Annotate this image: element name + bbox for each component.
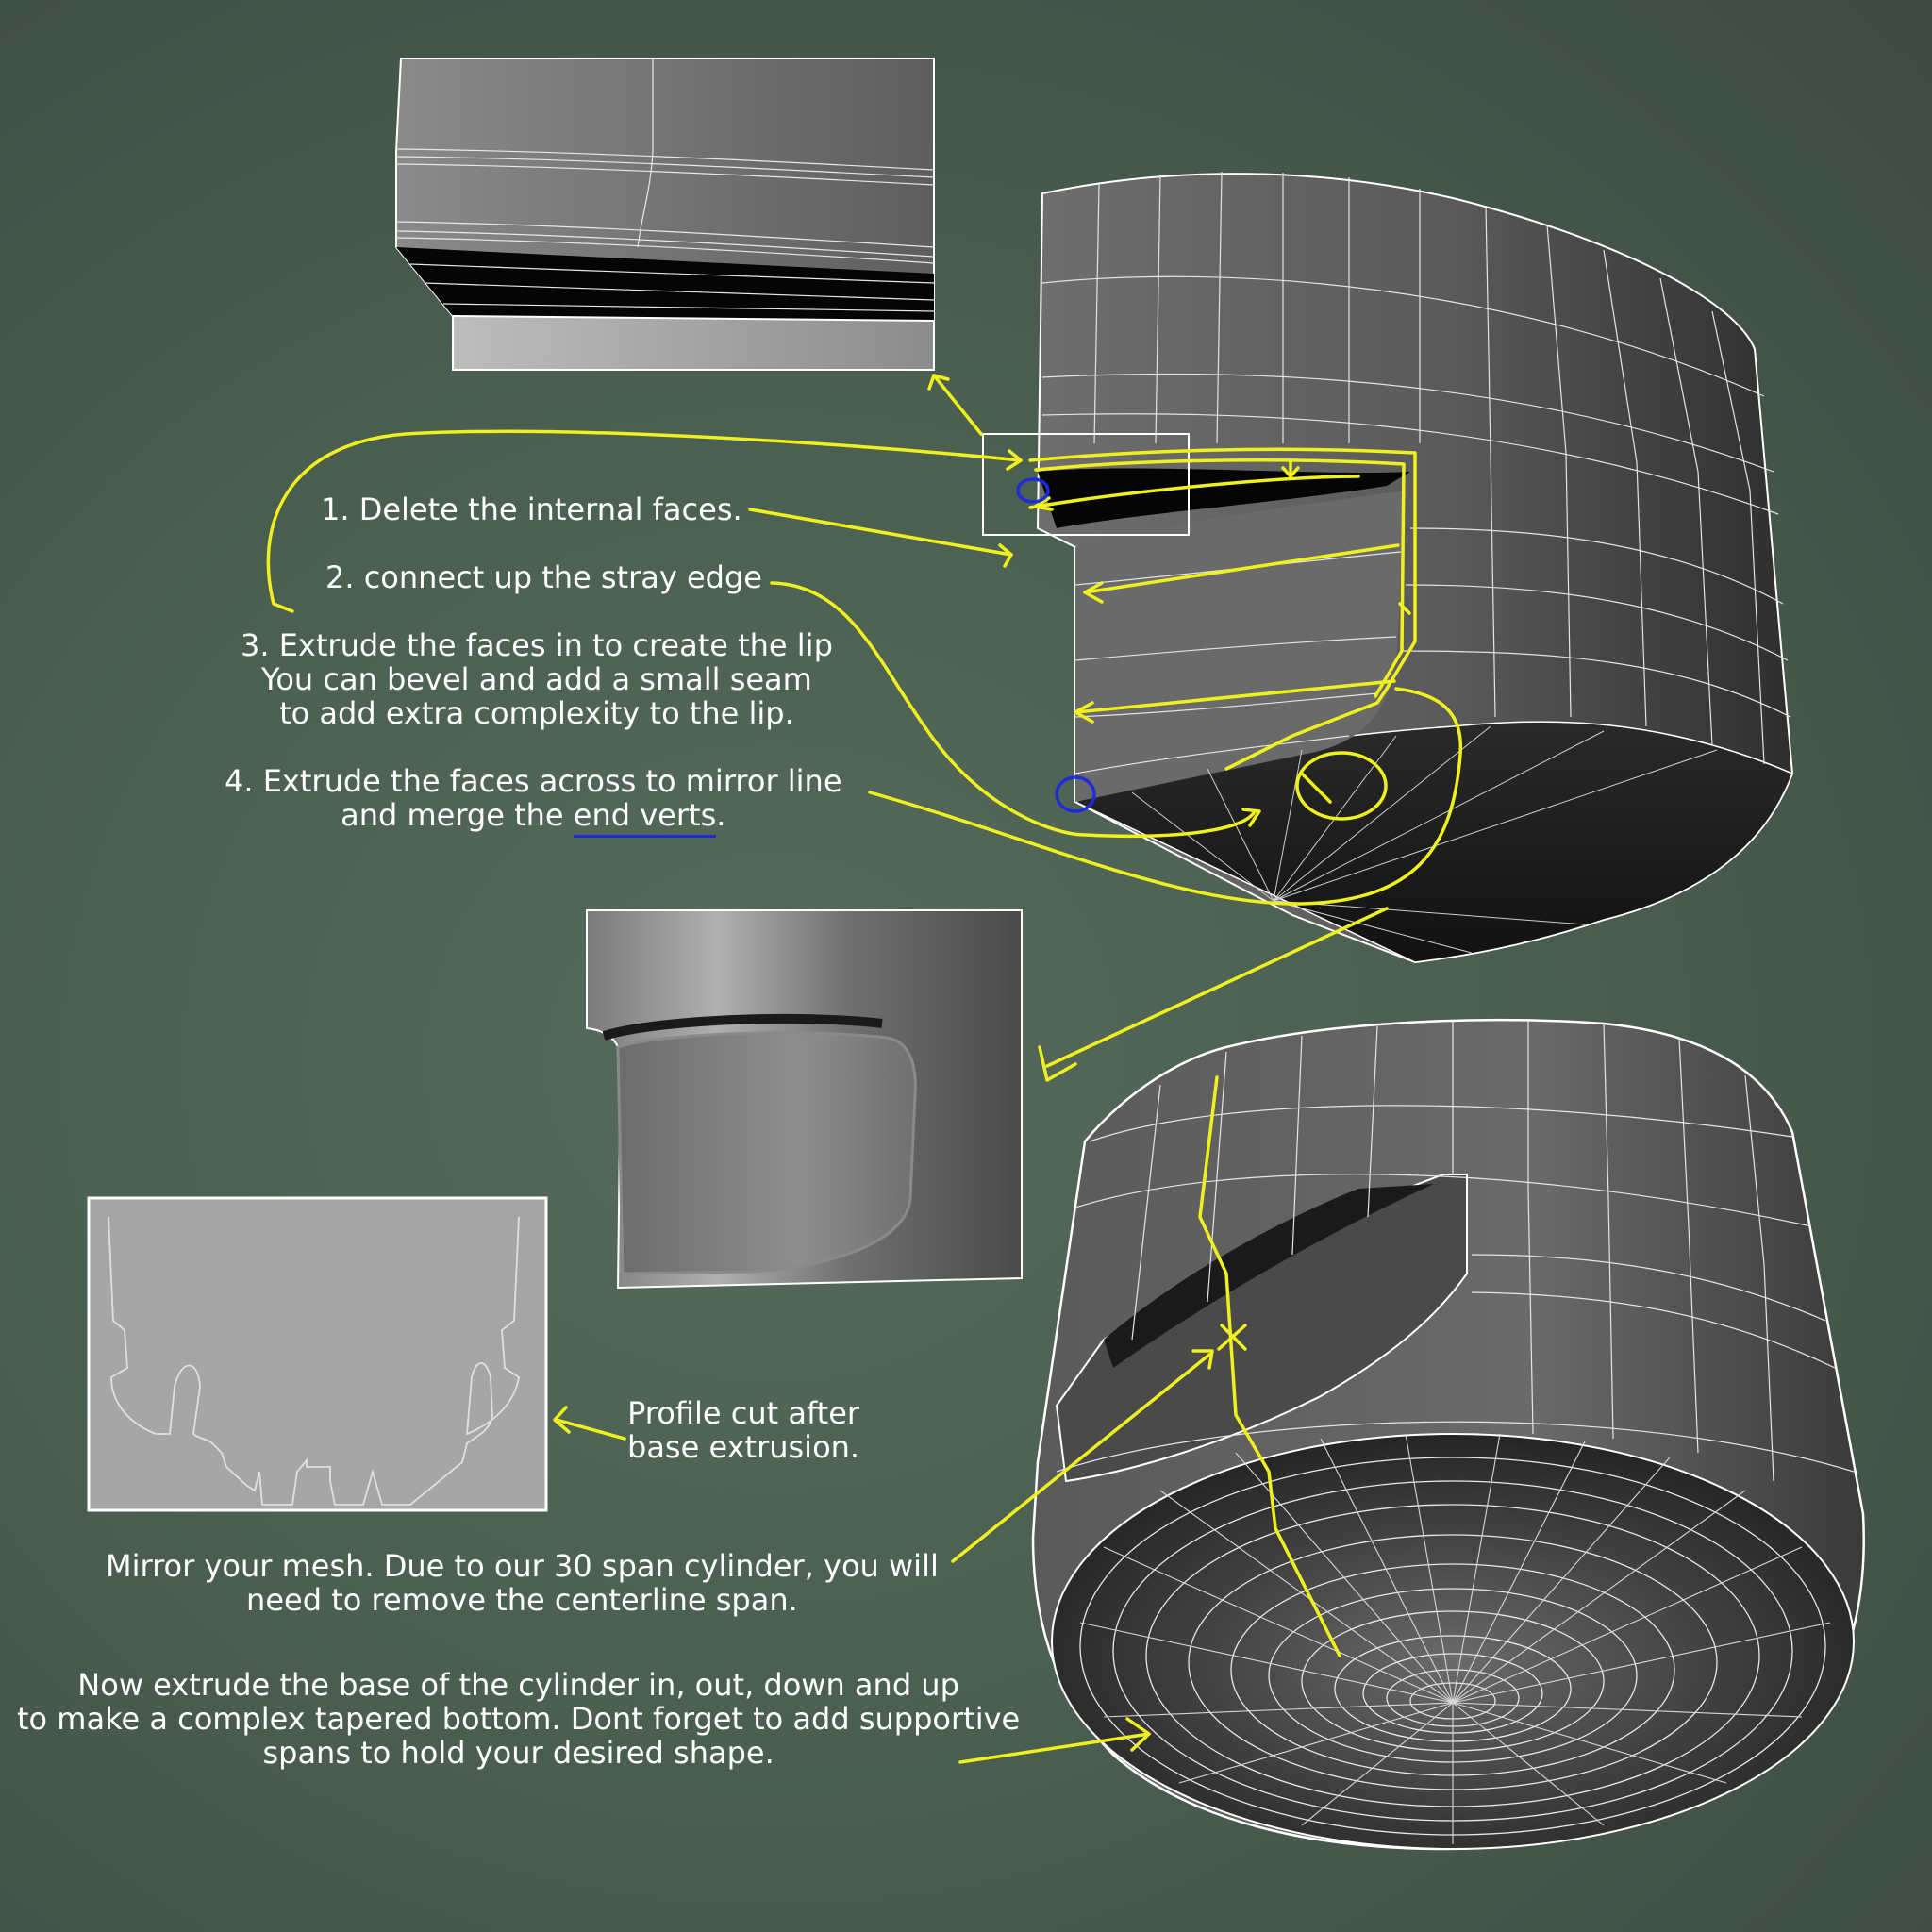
lip-closeup-inset: [395, 58, 935, 371]
step-3-line-2: You can bevel and add a small seam: [261, 661, 812, 697]
lower-vertical-spans: [1131, 1021, 1774, 1482]
step-3-line-3: to add extra complexity to the lip.: [279, 695, 794, 731]
step-1-label: 1. Delete the internal faces.: [321, 492, 742, 526]
base-line-1: Now extrude the base of the cylinder in,…: [77, 1667, 959, 1703]
step-3-line-1: 3. Extrude the faces in to create the li…: [241, 627, 833, 663]
upper-wireframe-spans: [1093, 171, 1765, 765]
step-4-line-2-prefix: and merge the: [341, 797, 574, 833]
step-2-label: 2. connect up the stray edge: [325, 560, 762, 594]
mirror-line-1: Mirror your mesh. Due to our 30 span cyl…: [106, 1548, 939, 1584]
profile-cut-label: Profile cut after base extrusion.: [627, 1396, 859, 1464]
mirror-label: Mirror your mesh. Due to our 30 span cyl…: [106, 1549, 939, 1617]
step-1-text: 1. Delete the internal faces.: [321, 491, 742, 527]
step-4-line-2: and merge the end verts.: [225, 797, 842, 838]
step-3-label: 3. Extrude the faces in to create the li…: [241, 628, 833, 730]
step-2-text: 2. connect up the stray edge: [325, 559, 762, 595]
base-extrude-label: Now extrude the base of the cylinder in,…: [17, 1668, 1020, 1770]
upper-wireframe-rings: [1041, 275, 1791, 774]
profile-cut-line-1: Profile cut after: [627, 1395, 860, 1431]
profile-cut-line-2: base extrusion.: [627, 1429, 860, 1465]
base-line-3: spans to hold your desired shape.: [262, 1735, 774, 1771]
base-line-2: to make a complex tapered bottom. Dont f…: [17, 1701, 1021, 1737]
mirror-line-2: need to remove the centerline span.: [246, 1582, 798, 1618]
annotation-strokes: [266, 374, 1463, 1764]
end-verts-underlined: end verts: [573, 797, 717, 838]
step-4-label: 4. Extrude the faces across to mirror li…: [225, 763, 842, 838]
lower-wireframe-model: [1031, 1018, 1865, 1851]
step-4-line-1: 4. Extrude the faces across to mirror li…: [225, 763, 842, 799]
profile-cut-inset: [87, 1196, 548, 1512]
step-4-line-2-suffix: .: [716, 797, 726, 833]
selection-box: [982, 433, 1190, 536]
smoothed-lip-inset: [586, 909, 1023, 1290]
end-vert-highlights: [1016, 477, 1096, 813]
